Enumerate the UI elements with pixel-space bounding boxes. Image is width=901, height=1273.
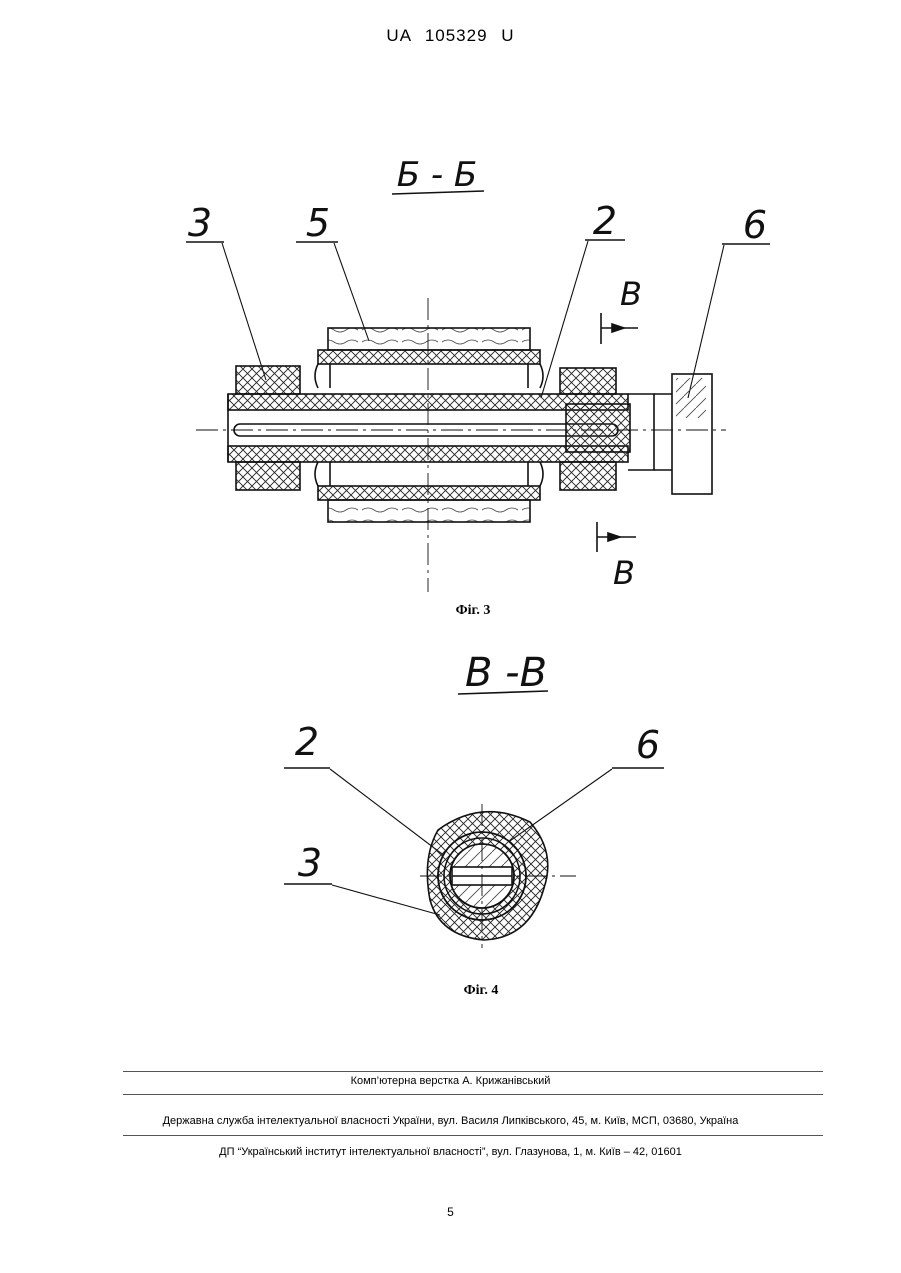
housing-3-top xyxy=(236,366,300,394)
housing-right-top xyxy=(560,368,616,394)
adapter-outline xyxy=(628,394,654,470)
wheel-bottom xyxy=(328,500,530,522)
fig3-arrow-label-top: В xyxy=(620,275,642,313)
figure-3: Б - Б 3 5 2 6 В В xyxy=(186,155,770,592)
footer-institute: ДП “Український інститут інтелектуальної… xyxy=(0,1146,901,1158)
hub-curve-br xyxy=(540,462,543,486)
leader-5 xyxy=(334,243,369,341)
part-6-hatch xyxy=(676,378,706,418)
footer-agency: Державна служба інтелектуальної власност… xyxy=(0,1115,901,1127)
fig4-label-6: 6 xyxy=(636,723,660,767)
hub-curve-bl xyxy=(315,462,318,486)
fig3-caption: Фіг. 3 xyxy=(423,603,523,619)
fig4-section-title: В -В xyxy=(465,650,547,696)
leader-6 xyxy=(688,245,724,398)
footer-rule-2 xyxy=(123,1094,823,1095)
adapter-block xyxy=(566,404,630,452)
footer-compiled-by: Комп’ютерна верстка А. Крижанівський xyxy=(0,1075,901,1087)
fig4-label-3: 3 xyxy=(298,841,322,885)
fig3-label-5: 5 xyxy=(306,201,330,245)
fig4-label-2: 2 xyxy=(295,720,319,764)
page-number: 5 xyxy=(0,1205,901,1219)
fig4-leader-3 xyxy=(332,885,440,915)
leader-3 xyxy=(222,243,266,380)
hub-top xyxy=(318,350,540,364)
housing-3-bottom xyxy=(236,462,300,490)
footer-rule-3 xyxy=(123,1135,823,1136)
hub-curve-tr xyxy=(540,364,543,388)
fig3-label-3: 3 xyxy=(188,201,212,245)
arrowhead-bottom-icon xyxy=(608,533,620,541)
hub-bottom xyxy=(318,486,540,500)
fig3-section-title: Б - Б xyxy=(397,155,478,195)
hub-curve-tl xyxy=(315,364,318,388)
wheel-top xyxy=(328,328,530,350)
housing-right-bottom xyxy=(560,462,616,490)
fig3-arrow-label-bottom: В xyxy=(613,554,635,592)
footer-rule-1 xyxy=(123,1071,823,1072)
fig3-label-6: 6 xyxy=(743,203,767,247)
fig4-caption: Фіг. 4 xyxy=(431,983,531,999)
arrowhead-top-icon xyxy=(612,324,624,332)
fig3-label-2: 2 xyxy=(593,199,617,243)
figure-4: В -В 2 6 3 xyxy=(284,650,664,948)
